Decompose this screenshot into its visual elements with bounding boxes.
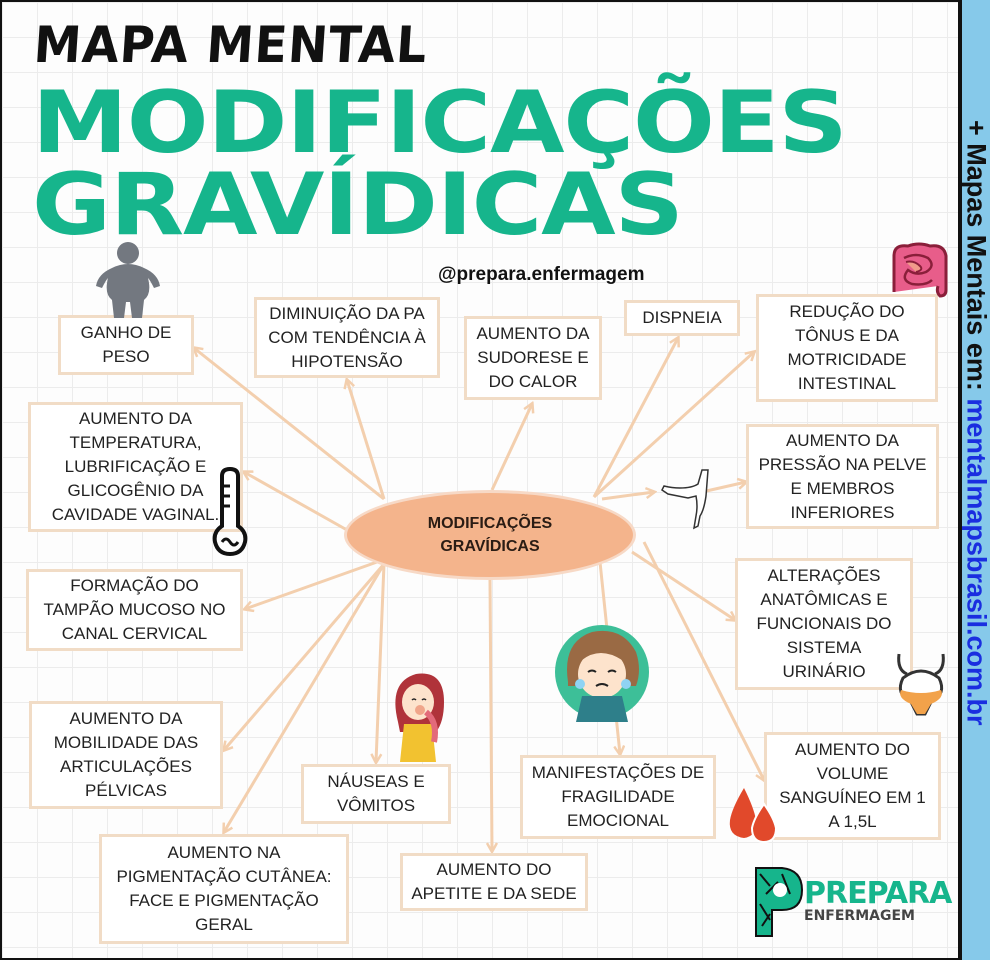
center-node-line1: MODIFICAÇÕES: [428, 512, 552, 535]
sidebar-promo-text: + Mapas Mentais em: mentalmapsbrasil.com…: [961, 120, 990, 725]
logo-p-icon: [752, 864, 804, 939]
sidebar-banner: + Mapas Mentais em: mentalmapsbrasil.com…: [960, 0, 990, 960]
bladder-icon: [891, 652, 951, 718]
nauseous-woman-icon: [386, 662, 448, 762]
node-pressao-pelve: AUMENTO DA PRESSÃO NA PELVE E MEMBROS IN…: [746, 424, 939, 529]
legs-icon: [658, 466, 714, 530]
logo-text-prepara: PREPARA: [804, 876, 951, 911]
node-sistema-urinario: ALTERAÇÕES ANATÔMICAS E FUNCIONAIS DO SI…: [735, 558, 913, 690]
node-sudorese: AUMENTO DA SUDORESE E DO CALOR: [464, 316, 602, 400]
node-articulacoes: AUMENTO DA MOBILIDADE DAS ARTICULAÇÕES P…: [29, 701, 223, 809]
node-apetite: AUMENTO DO APETITE E DA SEDE: [400, 853, 588, 911]
center-node-line2: GRAVÍDICAS: [428, 535, 552, 558]
node-pigmentacao: AUMENTO NA PIGMENTAÇÃO CUTÂNEA: FACE E P…: [99, 834, 349, 944]
node-tonus-intestinal: REDUÇÃO DO TÔNUS E DA MOTRICIDADE INTEST…: [756, 294, 938, 402]
node-diminuicao-pa: DIMINUIÇÃO DA PA COM TENDÊNCIA À HIPOTEN…: [254, 297, 440, 378]
node-fragilidade: MANIFESTAÇÕES DE FRAGILIDADE EMOCIONAL: [520, 755, 716, 839]
center-node: MODIFICAÇÕES GRAVÍDICAS: [344, 490, 636, 580]
node-dispneia: DISPNEIA: [624, 300, 740, 336]
crying-woman-icon: [552, 622, 652, 722]
node-tampao-mucoso: FORMAÇÃO DO TAMPÃO MUCOSO NO CANAL CERVI…: [26, 569, 243, 651]
blood-drops-icon: [724, 784, 780, 844]
sidebar-prefix: + Mapas Mentais em:: [962, 120, 990, 398]
overweight-person-icon: [92, 240, 164, 318]
prepara-enfermagem-logo: PREPARA ENFERMAGEM: [752, 864, 932, 939]
node-nauseas: NÁUSEAS E VÔMITOS: [301, 764, 451, 824]
intestine-icon: [886, 240, 952, 298]
mind-map-canvas: MAPA MENTAL MODIFICAÇÕES GRAVÍDICAS @pre…: [0, 0, 960, 960]
sidebar-website-link[interactable]: mentalmapsbrasil.com.br: [962, 398, 990, 725]
node-ganho-peso: GANHO DE PESO: [58, 315, 194, 375]
node-volume-sanguineo: AUMENTO DO VOLUME SANGUÍNEO EM 1 A 1,5L: [764, 732, 941, 840]
thermometer-icon: [210, 466, 250, 558]
logo-text-enfermagem: ENFERMAGEM: [804, 908, 915, 924]
